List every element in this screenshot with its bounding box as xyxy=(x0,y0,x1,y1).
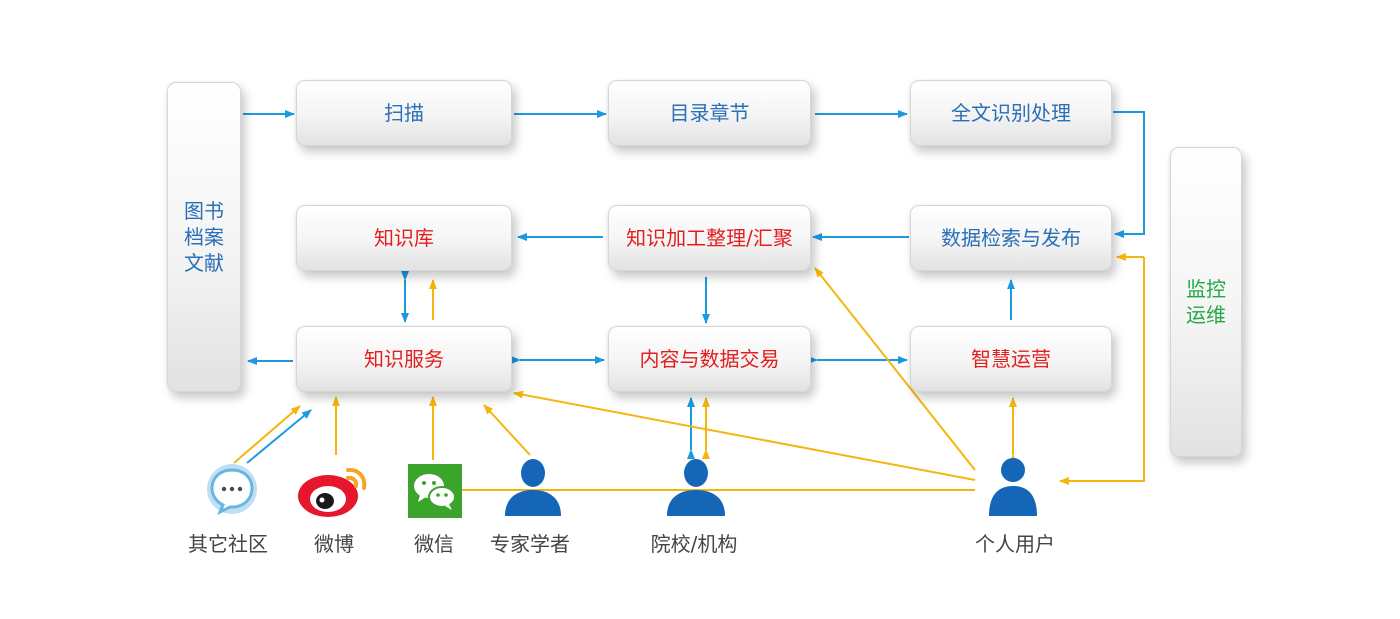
knowledge-base-box: 知识库 xyxy=(296,205,512,271)
wechat-label: 微信 xyxy=(414,532,454,556)
other-community-label: 其它社区 xyxy=(188,532,268,556)
arrow-individual-to-service xyxy=(513,390,976,481)
wechat-icon xyxy=(408,464,462,518)
expert-person-icon xyxy=(505,459,561,516)
knowledge-service-box: 知识服务 xyxy=(296,326,512,392)
right-column-line2: 运维 xyxy=(1186,303,1226,327)
ocr-label: 全文识别处理 xyxy=(951,101,1071,125)
right-column-line1: 监控 xyxy=(1186,277,1226,301)
smart-operation-box: 智慧运营 xyxy=(910,326,1112,392)
operation-label: 智慧运营 xyxy=(971,347,1051,371)
knowledge-service-label: 知识服务 xyxy=(364,347,444,371)
arrow-individual-to-processing xyxy=(814,267,976,471)
arrow-experts-to-service xyxy=(483,404,531,456)
weibo-label: 微博 xyxy=(314,532,354,556)
arrow-monitor-to-individual xyxy=(1059,257,1145,485)
arrow-community-to-service-blue xyxy=(246,409,312,464)
trade-label: 内容与数据交易 xyxy=(639,347,780,371)
individual-label: 个人用户 xyxy=(975,532,1055,556)
arrow-ocr-to-search xyxy=(1113,111,1145,238)
arrow-community-to-service xyxy=(233,405,301,464)
institutions-label: 院校/机构 xyxy=(650,532,738,556)
knowledge-processing-label: 知识加工整理/汇聚 xyxy=(626,226,793,250)
chat-bubble-icon xyxy=(207,464,257,516)
knowledge-base-label: 知识库 xyxy=(374,226,434,250)
catalog-chapter-box: 目录章节 xyxy=(608,80,811,146)
scan-label: 扫描 xyxy=(384,101,424,125)
experts-label: 专家学者 xyxy=(490,532,570,556)
left-column-line2: 档案 xyxy=(184,225,224,249)
catalog-label: 目录章节 xyxy=(669,101,750,125)
monitoring-ops-box: 监控 运维 xyxy=(1170,147,1242,457)
data-search-publish-box: 数据检索与发布 xyxy=(910,205,1112,271)
weibo-icon xyxy=(298,467,367,517)
full-text-ocr-box: 全文识别处理 xyxy=(910,80,1112,146)
institution-person-icon xyxy=(667,459,725,516)
left-column-line3: 文献 xyxy=(184,251,224,275)
scan-box: 扫描 xyxy=(296,80,512,146)
search-publish-label: 数据检索与发布 xyxy=(941,226,1081,250)
knowledge-processing-box: 知识加工整理/汇聚 xyxy=(608,205,811,271)
left-column-line1: 图书 xyxy=(184,199,224,223)
individual-person-icon xyxy=(989,458,1037,516)
content-data-trade-box: 内容与数据交易 xyxy=(608,326,811,392)
library-archives-docs-box: 图书 档案 文献 xyxy=(167,82,241,392)
